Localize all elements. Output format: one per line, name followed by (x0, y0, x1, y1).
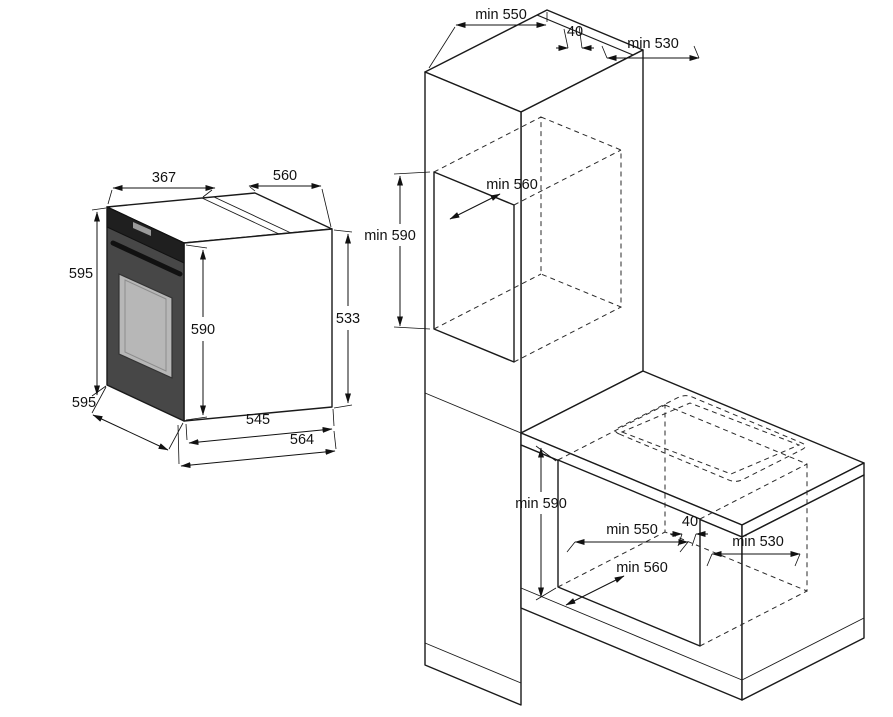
hob-cutout-dashed (615, 395, 806, 482)
dim-tall-depth-label: min 550 (475, 7, 527, 23)
dim-oven-width: 595 (72, 386, 184, 451)
oven-drawing: 367 560 595 590 (69, 168, 360, 469)
dim-upper-niche-depth-label: min 560 (486, 177, 538, 193)
dim-oven-height-label: 595 (69, 266, 93, 282)
dim-oven-back-height: 533 (333, 229, 360, 409)
oven-dimensions: 367 560 595 590 (69, 168, 360, 469)
dim-upper-niche-height: min 590 (364, 171, 431, 330)
dim-oven-back-height-label: 533 (336, 311, 360, 327)
cabinet-dimensions: min 550 40 min 530 min 560 (364, 7, 801, 606)
base-plinth-line (520, 587, 743, 681)
dim-base-depth: min 550 (566, 522, 689, 553)
dim-upper-niche-depth: min 560 (449, 177, 538, 220)
dim-base-depth-label: min 550 (606, 522, 658, 538)
oven-door-window (118, 273, 173, 379)
dim-oven-front-height-label: 590 (191, 322, 215, 338)
dim-oven-height: 595 (69, 207, 107, 397)
dim-lower-niche-height: min 590 (515, 445, 567, 601)
dim-oven-depth-body-label: 545 (246, 412, 270, 428)
dim-oven-width-label: 595 (72, 395, 96, 411)
dim-lower-niche-height-label: min 590 (515, 496, 567, 512)
dim-oven-top-width: 367 (107, 170, 216, 205)
dim-upper-niche-height-label: min 590 (364, 228, 416, 244)
dim-oven-top-width-label: 367 (152, 170, 176, 186)
end-plinth-line (741, 617, 865, 681)
dim-tall-rear-gap-label: 40 (567, 24, 583, 40)
dim-oven-top-depth-label: 560 (273, 168, 297, 184)
cabinet-drawing: min 550 40 min 530 min 560 (364, 7, 865, 706)
dim-oven-top-depth: 560 (248, 168, 332, 228)
tall-unit-front-face (424, 71, 522, 706)
dim-lower-niche-depth: min 560 (565, 560, 668, 606)
dim-oven-depth-total: 564 (177, 424, 337, 469)
tall-unit-top-vent-line (536, 14, 634, 56)
tall-unit-plinth-line (424, 642, 522, 684)
dim-base-top-clearance-label: min 530 (732, 534, 784, 550)
oven-top-step-lines (201, 196, 292, 235)
worktop-joint-line (424, 392, 522, 434)
dim-lower-niche-depth-label: min 560 (616, 560, 668, 576)
dim-tall-top-clearance-label: min 530 (627, 36, 679, 52)
base-unit-end-face (741, 474, 865, 701)
dim-oven-front-height: 590 (185, 244, 215, 421)
dim-base-rear-gap: 40 (670, 514, 708, 547)
upper-niche-opening (433, 171, 515, 363)
dim-tall-rear-gap: 40 (556, 24, 594, 51)
hob-cutout-inner-dashed (620, 402, 801, 475)
dim-tall-top-clearance: min 530 (601, 36, 700, 61)
dim-tall-depth: min 550 (428, 7, 548, 69)
dim-oven-depth-body: 545 (185, 408, 335, 446)
oven-control-panel (106, 206, 185, 264)
dim-base-rear-gap-label: 40 (682, 514, 698, 530)
tall-unit-side-face (520, 49, 644, 434)
oven-handle (110, 240, 183, 277)
dim-oven-depth-total-label: 564 (290, 432, 314, 448)
dim-base-top-clearance: min 530 (706, 534, 801, 567)
oven-display (133, 222, 151, 236)
oven-door-window-inner (124, 279, 167, 372)
